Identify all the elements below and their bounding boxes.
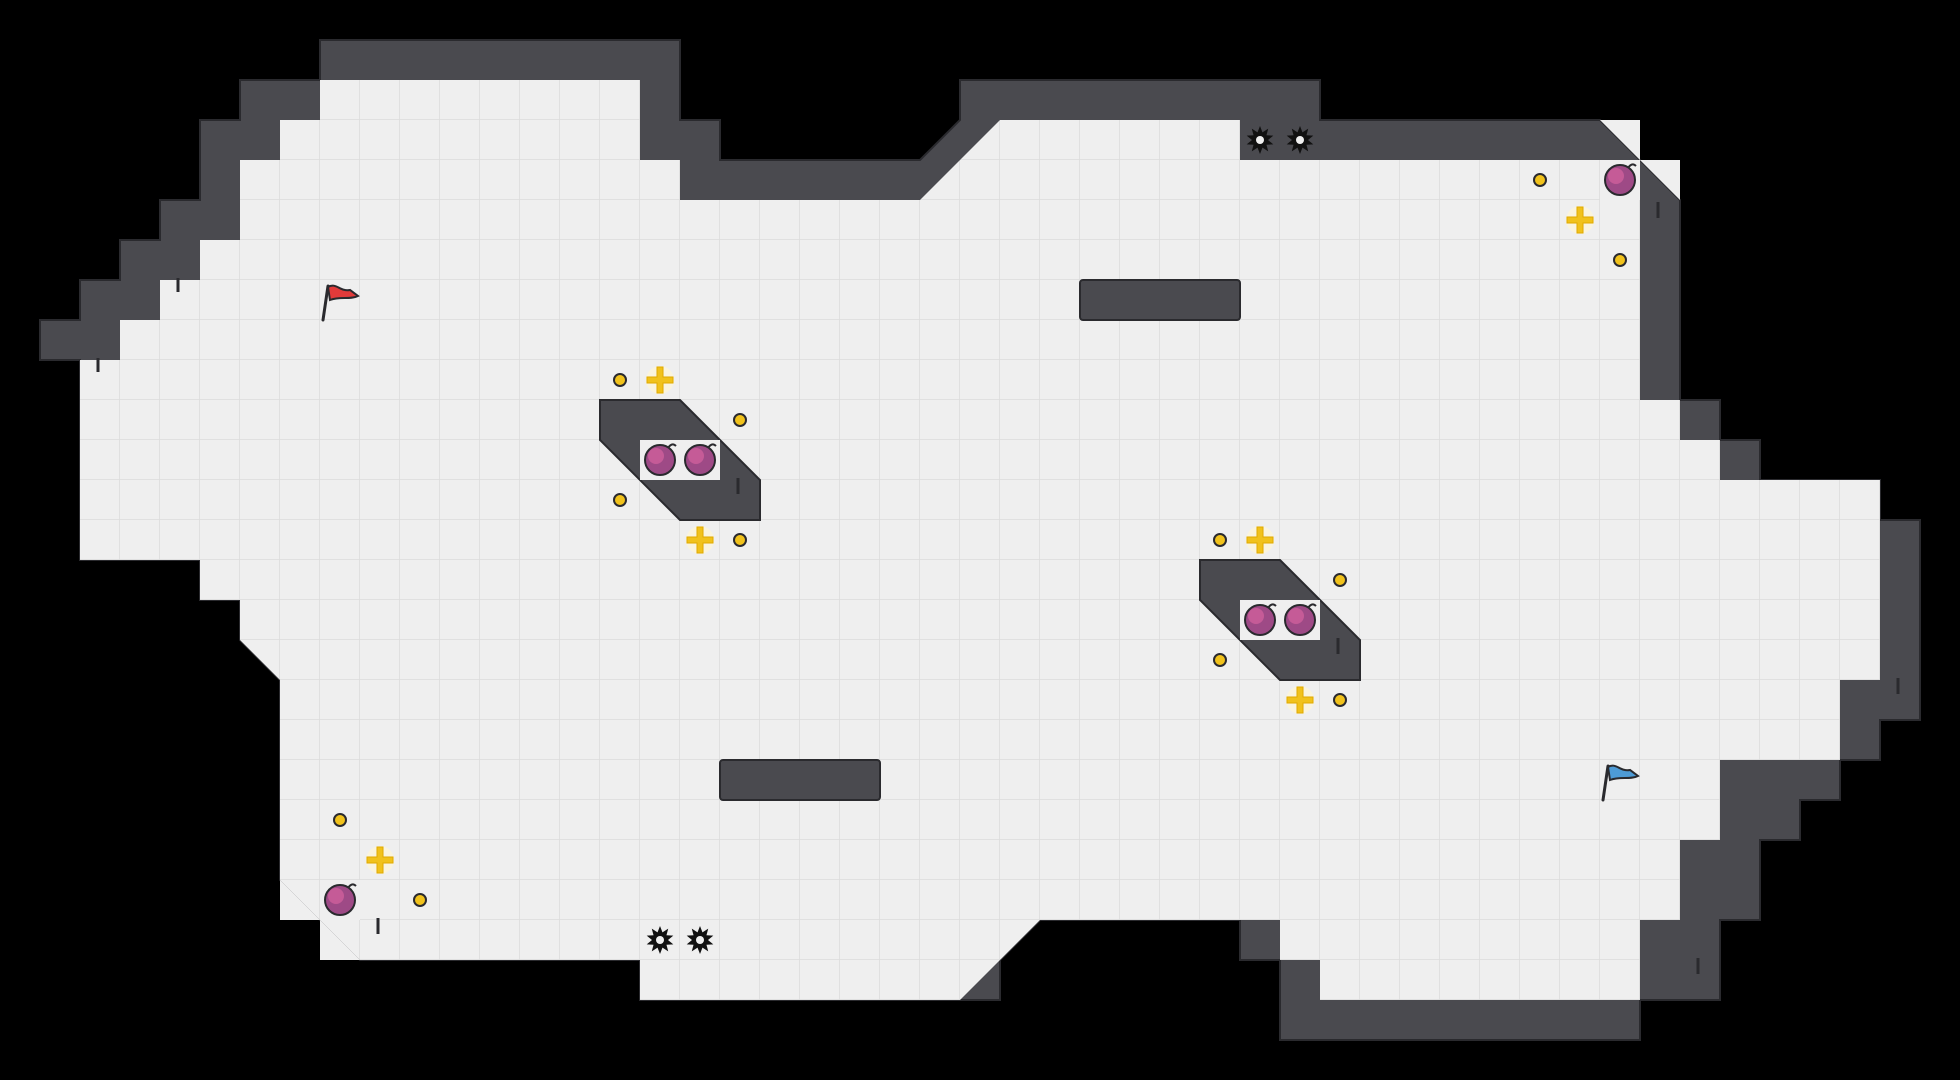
blue-flag-icon[interactable] (1601, 764, 1640, 802)
dot-pickup-icon (1533, 173, 1547, 187)
dot-pickup-icon (1213, 533, 1227, 547)
wall-bar-top (1079, 279, 1241, 321)
boost-plus-icon (686, 526, 714, 554)
bomb-icon (324, 883, 357, 916)
bomb-icon (1284, 603, 1317, 636)
bomb-icon (684, 443, 717, 476)
bomb-icon (1244, 603, 1277, 636)
floor-corner-bottom-left-2 (320, 920, 360, 960)
dot-pickup-icon (1613, 253, 1627, 267)
dot-pickup-icon (1333, 693, 1347, 707)
floor-corner-top-right (1600, 120, 1640, 160)
boost-plus-icon (1566, 206, 1594, 234)
dot-pickup-icon (733, 413, 747, 427)
floor-corner-right (1640, 160, 1680, 200)
red-flag-icon[interactable] (321, 284, 360, 322)
spike-icon (1246, 126, 1274, 154)
floor-corner-bottom-left (280, 880, 320, 920)
dot-pickup-icon (1333, 573, 1347, 587)
spike-icon (1286, 126, 1314, 154)
boost-plus-icon (366, 846, 394, 874)
dot-pickup-icon (613, 493, 627, 507)
spike-icon (686, 926, 714, 954)
bomb-icon (644, 443, 677, 476)
wall-ticks (96, 202, 1900, 974)
boost-plus-icon (646, 366, 674, 394)
dot-pickup-icon (413, 893, 427, 907)
dot-pickup-icon (333, 813, 347, 827)
wall-bar-bottom (719, 759, 881, 801)
spike-icon (646, 926, 674, 954)
dot-pickup-icon (613, 373, 627, 387)
floor (80, 80, 1880, 1000)
boost-plus-icon (1286, 686, 1314, 714)
boost-plus-icon (1246, 526, 1274, 554)
dot-pickup-icon (1213, 653, 1227, 667)
bomb-icon (1604, 163, 1637, 196)
dot-pickup-icon (733, 533, 747, 547)
pickup-layer (324, 126, 1637, 954)
